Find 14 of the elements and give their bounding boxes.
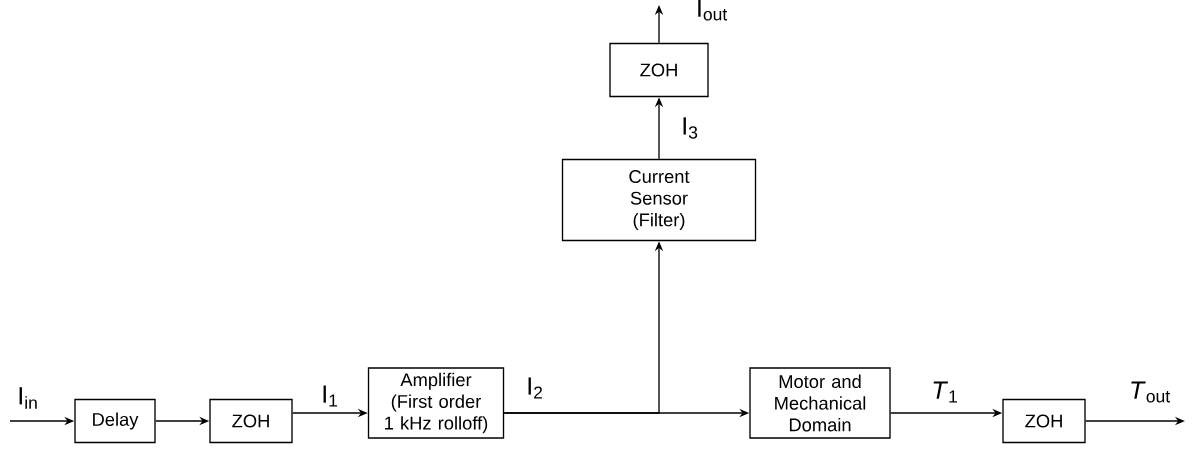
- block-box: Motor and Mechanical Domain: [749, 367, 891, 439]
- edge-label: I$_{1}$: [323, 385, 338, 407]
- block-box: Delay: [74, 398, 156, 444]
- edge-label: I$_{3}$: [683, 117, 698, 139]
- edge-label: I$_{out}$: [698, 0, 728, 21]
- edge-label: I$_{2}$: [528, 377, 543, 399]
- block-box: ZOH: [209, 398, 293, 444]
- block-box: Amplifier (First order 1 kHz rolloff): [367, 367, 505, 439]
- edge-label: T$_{out}$: [1131, 381, 1170, 403]
- edge-label: T$_{1}$: [933, 381, 957, 403]
- block-box: ZOH: [1002, 398, 1086, 444]
- block-box: Current Sensor (Filter): [561, 158, 757, 242]
- block-box: ZOH: [609, 42, 709, 98]
- edge-label: I$_{in}$: [19, 387, 37, 409]
